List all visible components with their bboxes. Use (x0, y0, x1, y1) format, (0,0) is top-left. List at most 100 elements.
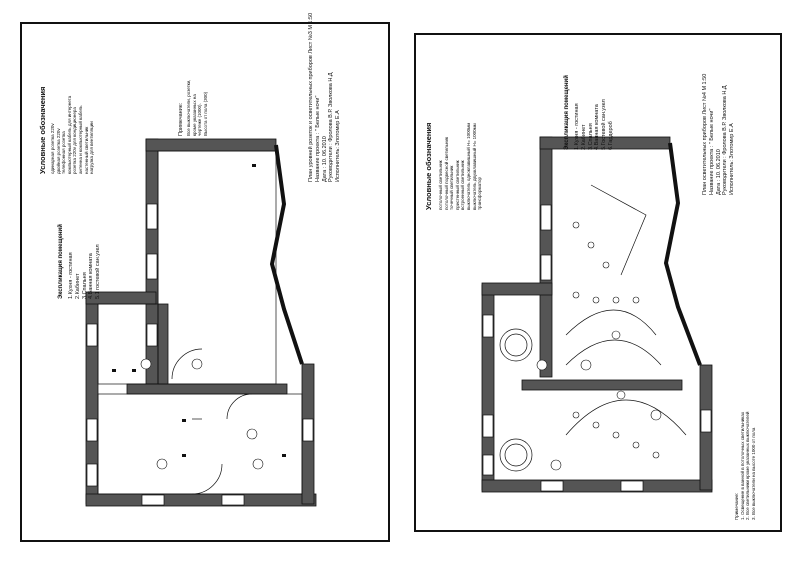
window (141, 494, 165, 506)
window (146, 203, 158, 230)
window (620, 480, 644, 492)
sheet-left: Условные обозначения одинарная розетка 2… (20, 13, 390, 542)
stamp-line: Исполнитель: Злотомир Е.А (335, 110, 342, 182)
room-marker (156, 458, 168, 470)
title-stamp: План осветительных приборов Лист №4 М 1:… (702, 74, 736, 195)
bath-ceiling-ring (499, 328, 533, 362)
spot-light (572, 411, 580, 419)
notes-title: Примечание: (178, 102, 184, 136)
socket-symbol (182, 419, 186, 422)
room-marker (536, 359, 548, 371)
room-bath (97, 303, 159, 385)
room-item: 1.Кухня - гостиная (68, 252, 74, 299)
floor-plan-right (481, 136, 713, 493)
spot-light (572, 221, 580, 229)
spot-light (587, 241, 595, 249)
ceiling-curve (565, 309, 657, 336)
floor-plan-left (85, 138, 317, 507)
sheet-right: Условные обозначения потолочный светильн… (414, 33, 782, 532)
window (86, 418, 98, 442)
window (482, 314, 494, 338)
legend-item: нагрузка для вентиляции (89, 121, 95, 174)
window (482, 414, 494, 438)
window (302, 418, 314, 442)
rooms-list: 1.Кухня - гостиная 2.Кабинет 3.Спальня 4… (68, 244, 102, 299)
ceiling-curve (590, 184, 647, 276)
legend-items: одинарная розетка 220v двойная розетка 2… (50, 96, 95, 174)
spot-light (652, 451, 660, 459)
pendant-light (616, 390, 626, 400)
room-item: 2.Кабинет (74, 273, 81, 299)
door-swing (171, 348, 203, 380)
socket-symbol (112, 369, 116, 372)
window (540, 254, 552, 281)
room-kitchen-living (157, 150, 277, 385)
note-line: Высота от пола (300) (202, 91, 208, 136)
rooms-title: Экспликация помещений (564, 75, 570, 150)
ceiling-curve (565, 339, 662, 366)
room-item: 5.Гостевой сан.узел (601, 99, 608, 150)
bay-wall (663, 142, 702, 366)
window (221, 494, 245, 506)
wall-mid (126, 383, 288, 395)
legend-title: Условные обозначения (424, 122, 433, 210)
room-item: 3.Спальня (587, 123, 594, 150)
wall-north (145, 138, 277, 152)
room-marker (140, 358, 152, 370)
window (86, 463, 98, 487)
window (86, 323, 98, 347)
room-marker (191, 358, 203, 370)
rooms-list: 1.Кухня - гостиная 2.Кабинет 3.Спальня 4… (574, 99, 615, 150)
note-line: 3. Все выключатели на высоте 1000 от пол… (750, 427, 756, 520)
legend-item: антенна и компьютерный кабель (77, 105, 83, 174)
wall-south (85, 493, 317, 507)
socket-symbol (282, 454, 286, 457)
socket-symbol (132, 369, 136, 372)
room-marker (580, 359, 592, 371)
stamp-line: План уровней розеток и осветительных при… (308, 12, 314, 182)
bedroom-ceiling-ring (499, 438, 533, 472)
note-line: Все выключатели, розетки, (186, 79, 191, 136)
room-bedroom (97, 393, 303, 495)
pendant-light (611, 330, 621, 340)
notes: Все выключатели, розетки, кроме указанны… (186, 80, 208, 136)
window (146, 253, 158, 280)
spot-light (592, 421, 600, 429)
room-item: 1.Кухня - гостиная (574, 103, 580, 150)
stamp-line: План осветительных приборов Лист №4 М 1:… (702, 73, 708, 195)
wall-mid (521, 379, 683, 391)
stamp-line: Руководители : Фролова В.Р. Зволкова Н.Д (722, 85, 729, 195)
wall-north-lower (481, 282, 553, 296)
door-swing (226, 393, 253, 420)
room-marker (252, 458, 264, 470)
spot-light (612, 431, 620, 439)
room-marker (650, 409, 662, 421)
stamp-line: Название проекта : " Белые ночи" (708, 108, 715, 195)
room-item: 3.Спальня (81, 272, 88, 299)
socket-symbol (182, 454, 186, 457)
legend-items: потолочный светильник потолочный подвесн… (438, 123, 483, 210)
window (146, 323, 158, 347)
note-line: 2. Все светильники кроме указанных выклю… (745, 411, 751, 520)
stamp-line: Руководители : Фролова В.Р. Зволкова Н.Д (328, 72, 335, 182)
window (482, 454, 494, 476)
bedroom-ceiling-ring (504, 443, 528, 467)
room-marker (550, 459, 562, 471)
wall-south (481, 479, 713, 493)
spot-light (602, 261, 610, 269)
ceiling-curve (565, 399, 687, 436)
bay-wall (269, 144, 304, 365)
room-item: 2.Кабинет (580, 124, 587, 150)
rooms-title: Экспликация помещений (58, 224, 64, 299)
notes: Примечание: 1. Освещение в ванной в пото… (734, 412, 756, 520)
room-marker (246, 428, 258, 440)
spot-light (632, 441, 640, 449)
socket-symbol (252, 164, 256, 167)
door-swing (191, 463, 223, 495)
stamp-line: Дата : 10. 06.2010 (321, 136, 328, 182)
legend-title: Условные обозначения (38, 86, 47, 174)
title-stamp: План уровней розеток и осветительных при… (308, 13, 342, 182)
window (700, 409, 712, 433)
room-item: 5.1 гостевой сан.узел (95, 244, 102, 299)
room-item: 6.Гардероб (607, 121, 614, 150)
